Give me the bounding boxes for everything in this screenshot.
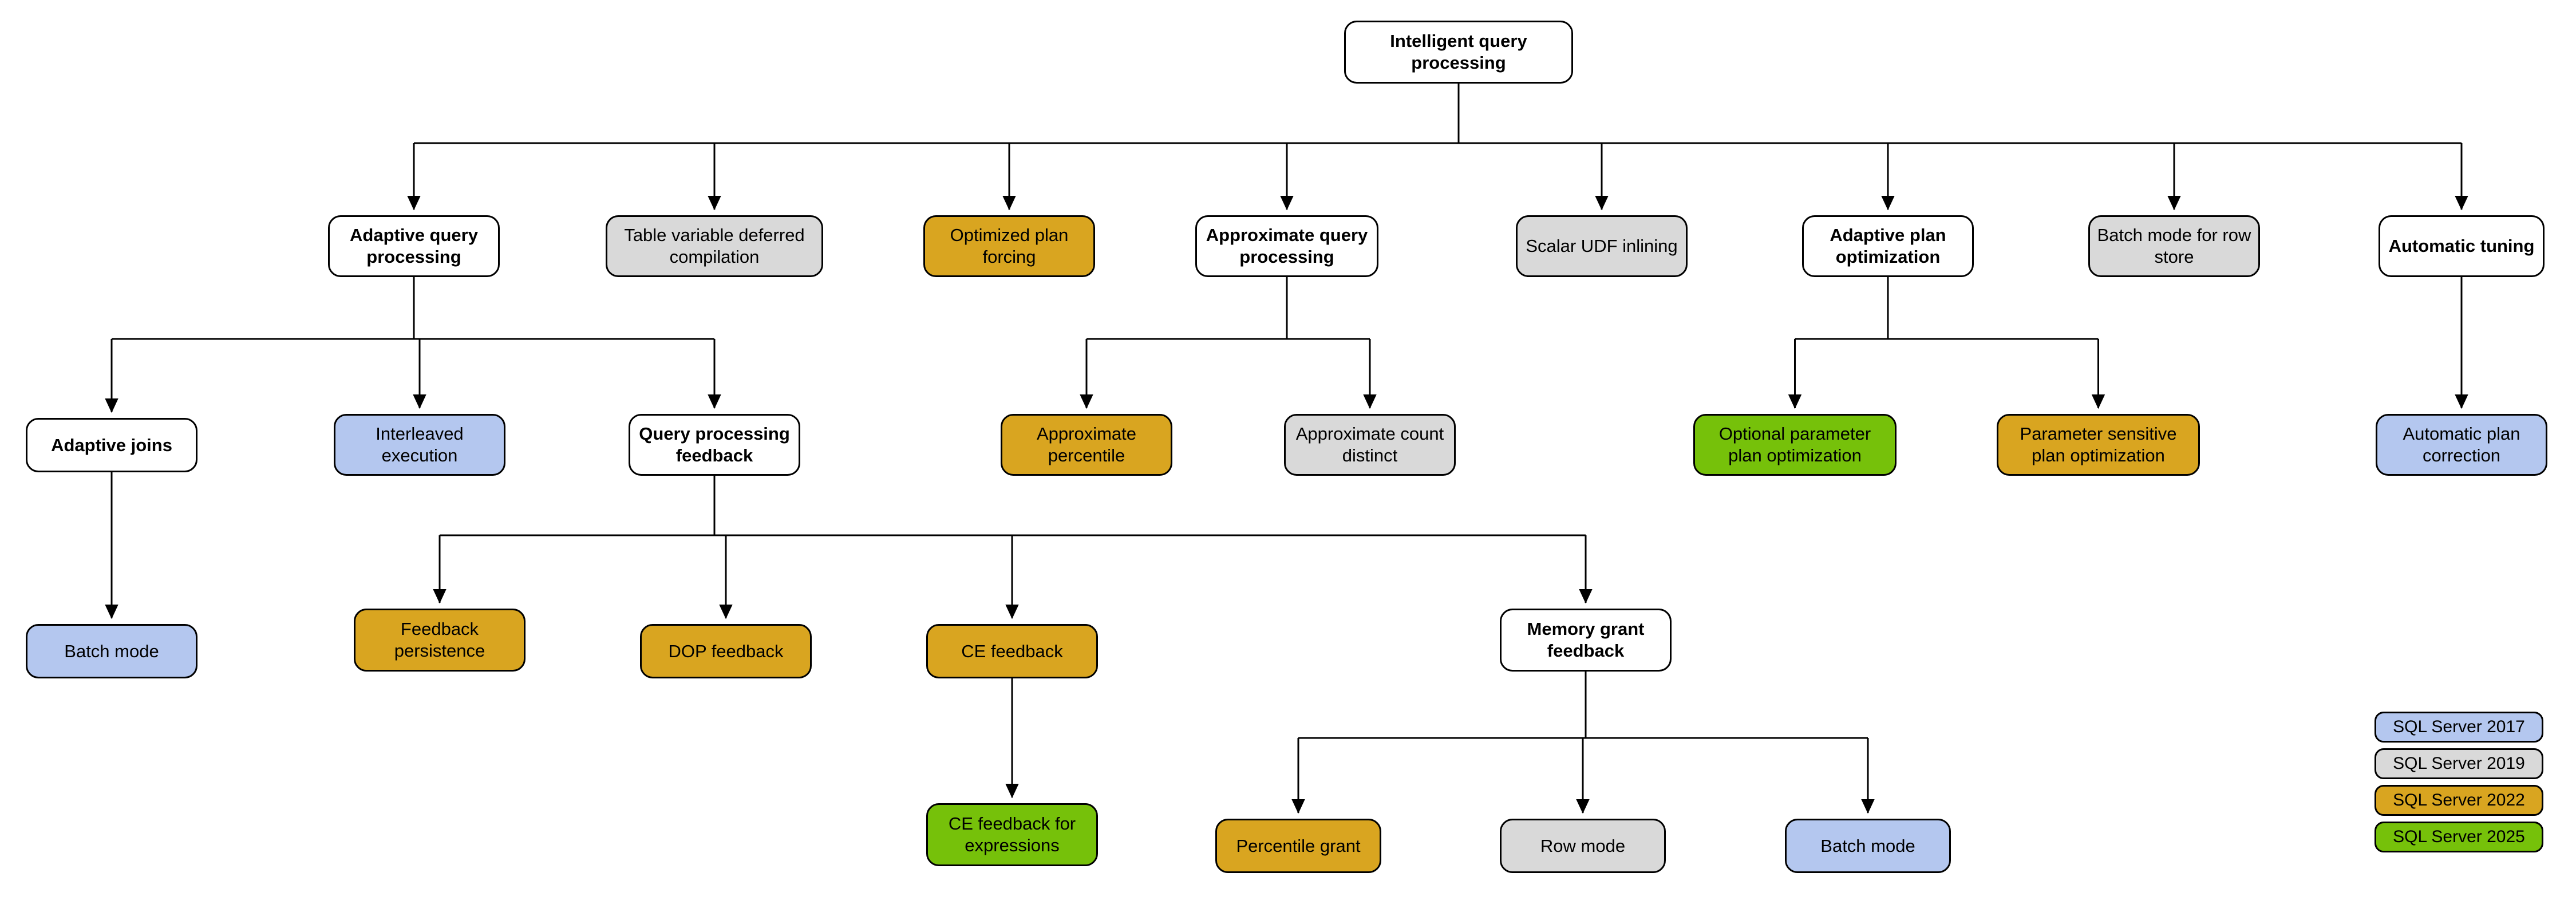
node-label: Adaptive joins xyxy=(51,435,172,455)
node-aj: Adaptive joins xyxy=(26,418,197,472)
legend-item-label: SQL Server 2019 xyxy=(2393,754,2525,773)
node-bmrs: Batch mode for row store xyxy=(2088,215,2260,277)
node-label: Percentile grant xyxy=(1236,835,1361,856)
node-acd: Approximate count distinct xyxy=(1284,414,1456,476)
node-apq: Approximate query processing xyxy=(1195,215,1378,277)
node-pg: Percentile grant xyxy=(1215,819,1381,873)
node-label: Batch mode xyxy=(1820,835,1915,856)
node-label: Approximate query processing xyxy=(1206,225,1368,267)
node-fp: Feedback persistence xyxy=(354,609,526,672)
node-label: DOP feedback xyxy=(668,641,784,661)
node-oppo: Optional parameter plan optimization xyxy=(1693,414,1897,476)
node-bm2: Batch mode xyxy=(1785,819,1951,873)
node-label: Approximate count distinct xyxy=(1295,424,1444,465)
node-label: Batch mode xyxy=(64,641,159,661)
node-label: Adaptive query processing xyxy=(350,225,478,267)
node-pspo: Parameter sensitive plan optimization xyxy=(1997,414,2200,476)
node-ie: Interleaved execution xyxy=(334,414,505,476)
legend-item-sql-server-2019: SQL Server 2019 xyxy=(2374,748,2543,779)
node-tvdc: Table variable deferred compilation xyxy=(606,215,823,277)
node-label: CE feedback for expressions xyxy=(948,814,1076,855)
node-mgf: Memory grant feedback xyxy=(1500,609,1672,672)
node-label: Table variable deferred compilation xyxy=(624,225,805,267)
node-ce: CE feedback xyxy=(926,624,1098,678)
node-label: Parameter sensitive plan optimization xyxy=(2020,424,2177,465)
node-udf: Scalar UDF inlining xyxy=(1516,215,1688,277)
node-iqp: Intelligent query processing xyxy=(1344,21,1573,84)
node-label: Automatic tuning xyxy=(2388,236,2535,256)
legend-item-label: SQL Server 2025 xyxy=(2393,827,2525,846)
node-label: Interleaved execution xyxy=(376,424,464,465)
node-label: Scalar UDF inlining xyxy=(1526,236,1678,256)
legend-item-sql-server-2025: SQL Server 2025 xyxy=(2374,822,2543,852)
node-rm: Row mode xyxy=(1500,819,1666,873)
node-bm1: Batch mode xyxy=(26,624,197,678)
node-label: CE feedback xyxy=(961,641,1063,661)
legend-item-sql-server-2022: SQL Server 2022 xyxy=(2374,785,2543,816)
node-cefe: CE feedback for expressions xyxy=(926,803,1098,866)
legend-item-label: SQL Server 2017 xyxy=(2393,717,2525,736)
node-qpf: Query processing feedback xyxy=(629,414,800,476)
node-apc: Automatic plan correction xyxy=(2376,414,2547,476)
legend-item-sql-server-2017: SQL Server 2017 xyxy=(2374,712,2543,743)
node-label: Approximate percentile xyxy=(1036,424,1137,465)
legend-item-label: SQL Server 2022 xyxy=(2393,791,2525,810)
node-aqp: Adaptive query processing xyxy=(328,215,500,277)
node-label: Optional parameter plan optimization xyxy=(1718,424,1871,465)
node-label: Adaptive plan optimization xyxy=(1830,225,1946,267)
node-label: Query processing feedback xyxy=(639,424,790,465)
node-dop: DOP feedback xyxy=(640,624,812,678)
node-at: Automatic tuning xyxy=(2379,215,2545,277)
node-opf: Optimized plan forcing xyxy=(923,215,1095,277)
node-ap: Approximate percentile xyxy=(1001,414,1172,476)
node-label: Intelligent query processing xyxy=(1390,31,1527,73)
node-label: Optimized plan forcing xyxy=(950,225,1069,267)
node-label: Automatic plan correction xyxy=(2403,424,2520,465)
node-label: Feedback persistence xyxy=(394,619,485,661)
node-label: Batch mode for row store xyxy=(2097,225,2251,267)
node-apo: Adaptive plan optimization xyxy=(1802,215,1974,277)
node-label: Row mode xyxy=(1540,835,1626,856)
node-label: Memory grant feedback xyxy=(1527,619,1645,661)
